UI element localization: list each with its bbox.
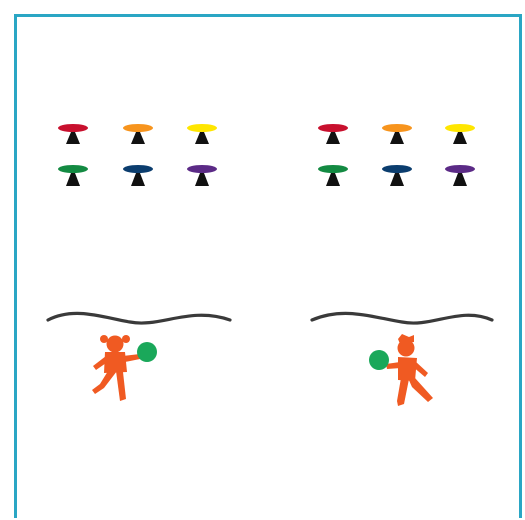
right-wavy-line [312,313,492,323]
left-pin-group [58,124,217,186]
pin-marker [123,124,153,144]
boy-figure [386,334,433,406]
girl-figure [92,335,140,401]
pin-marker [58,124,88,144]
pin-marker [382,165,412,186]
pin-marker [445,165,475,186]
pin-marker [187,165,217,186]
right-pin-group [318,124,475,186]
pin-marker [382,124,412,144]
pin-marker [123,165,153,186]
pin-marker [187,124,217,144]
pin-marker [58,165,88,186]
left-wavy-line [48,313,230,323]
pin-marker [445,124,475,144]
left-ball [137,342,157,362]
pin-marker [318,165,348,186]
right-ball [369,350,389,370]
pin-marker [318,124,348,144]
